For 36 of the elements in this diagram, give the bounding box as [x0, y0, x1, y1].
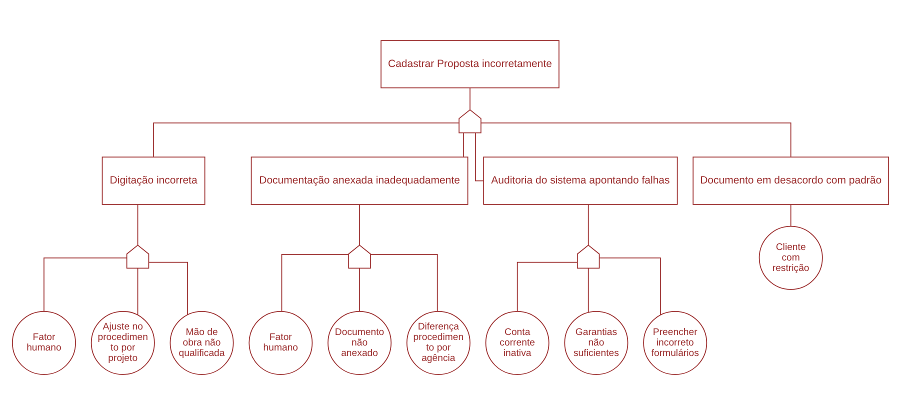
node-gate — [348, 244, 371, 268]
connector — [137, 267, 138, 315]
node-circle: Conta corrente inativa — [485, 310, 550, 374]
connector — [790, 204, 792, 226]
node-circle: Fator humano — [248, 310, 313, 374]
connector — [370, 253, 438, 312]
connector — [153, 122, 460, 157]
connector — [137, 204, 138, 246]
node-gate — [576, 244, 600, 268]
node-box: Auditoria do sistema apontando falhas — [483, 156, 678, 204]
node-circle: Fator humano — [12, 310, 76, 374]
node-gate — [458, 108, 482, 133]
node-circle: Mão de obra não qualificada — [170, 310, 234, 374]
connector — [44, 256, 128, 312]
node-circle: Cliente com restrição — [758, 225, 823, 290]
connector — [359, 204, 360, 246]
node-circle: Garantias não suficientes — [564, 310, 628, 374]
connector — [359, 267, 360, 312]
node-box: Documentação anexada inadequadamente — [250, 156, 468, 204]
connector — [599, 256, 661, 315]
node-box: Documento em desacordo com padrão — [692, 156, 890, 204]
connector — [148, 261, 188, 315]
connector — [588, 267, 589, 312]
node-circle: Ajuste no procedimen to por projeto — [90, 310, 155, 374]
node-circle: Preencher incorreto formulários — [643, 310, 708, 374]
node-gate — [126, 244, 150, 268]
connector — [516, 261, 578, 312]
connector — [480, 122, 792, 157]
node-box: Cadastrar Proposta incorretamente — [380, 40, 560, 88]
connector — [588, 204, 589, 246]
node-circle: Documento não anexado — [328, 310, 392, 374]
node-box: Digitação incorreta — [102, 156, 206, 204]
node-circle: Diferença procedimen to por agência — [406, 310, 470, 374]
connector — [475, 132, 484, 181]
connector — [463, 132, 464, 157]
connector — [281, 253, 349, 312]
